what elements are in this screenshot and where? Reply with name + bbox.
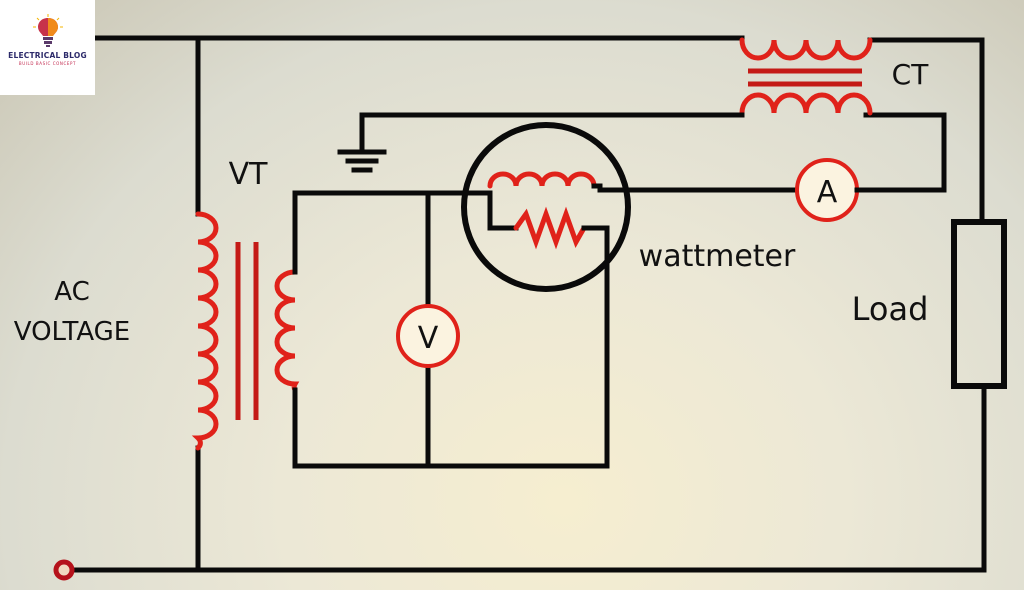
vt-primary-coil [191, 211, 219, 451]
wattmeter-label: wattmeter [639, 239, 796, 274]
wattmeter-current-coil [487, 171, 597, 189]
wattmeter-pressure-coil [513, 206, 587, 250]
ct-secondary-to-ground [359, 112, 745, 155]
vt-sec-bottom-wire [292, 227, 610, 469]
current-transformer [359, 37, 873, 155]
wattmeter [461, 122, 803, 292]
wattmeter-internal-left [472, 190, 519, 231]
ac-terminal [53, 559, 75, 581]
ac-label: AC [54, 277, 89, 307]
voltage-label: VOLTAGE [14, 317, 130, 347]
bottom-supply-wire [67, 383, 987, 573]
vt-sec-top-wire [292, 190, 478, 275]
lightbulb-icon [32, 14, 63, 47]
wattmeter-current-out [591, 183, 803, 193]
ct-label: CT [892, 58, 930, 91]
voltmeter-symbol: V [418, 321, 439, 356]
ct-secondary-coil [739, 92, 873, 116]
ammeter: A [795, 112, 947, 222]
logo-tagline: BUILD BASIC CONCEPT [18, 61, 77, 66]
voltmeter: V [396, 304, 460, 368]
load-resistor [951, 219, 1007, 389]
ammeter-to-ct-wire [854, 112, 947, 193]
ground-symbol [337, 149, 387, 173]
vt-secondary-circuit [292, 190, 610, 469]
voltage-transformer [191, 211, 300, 451]
logo-title: ELECTRICAL BLOG [8, 51, 87, 60]
voltmeter-ring [396, 304, 460, 368]
electrical-blog-logo: ELECTRICAL BLOG BUILD BASIC CONCEPT [0, 0, 95, 95]
load-label: Load [852, 290, 929, 328]
ct-primary-coil [739, 37, 873, 61]
vt-secondary-coil [274, 269, 300, 393]
ammeter-symbol: A [817, 175, 838, 210]
supply-wires [67, 35, 987, 573]
top-supply-wire-right [867, 37, 985, 225]
vt-label: VT [229, 157, 269, 192]
wattmeter-circle [461, 122, 631, 292]
